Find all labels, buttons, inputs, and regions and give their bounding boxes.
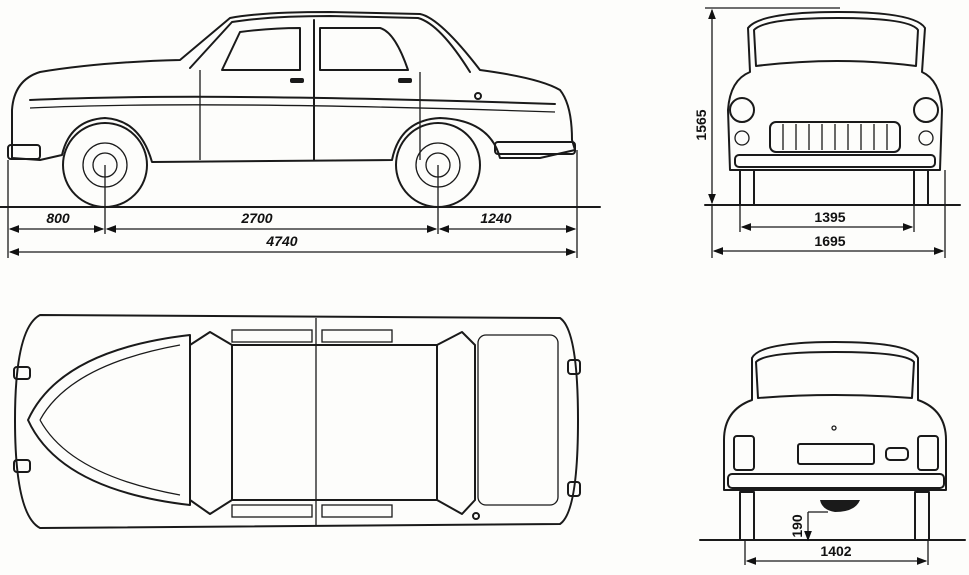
rear-left-wheel bbox=[739, 491, 755, 541]
rear-overhang-label: 1240 bbox=[480, 210, 511, 226]
overall-height-label: 1565 bbox=[693, 109, 709, 140]
rear-track-label: 1402 bbox=[820, 543, 851, 559]
differential bbox=[820, 500, 860, 512]
rear-door-handle bbox=[398, 78, 412, 83]
bumper-guard bbox=[567, 359, 581, 375]
side-trim-line-2 bbox=[29, 104, 556, 113]
side-roof bbox=[189, 15, 471, 73]
front-track-label: 1395 bbox=[814, 209, 845, 225]
overall-length-label: 4740 bbox=[265, 233, 297, 249]
front-left-wheel bbox=[739, 169, 755, 206]
top-fuel-cap bbox=[472, 512, 480, 520]
side-view: 800 2700 1240 4740 bbox=[0, 11, 601, 258]
right-fog-light bbox=[918, 130, 934, 146]
license-plate bbox=[797, 443, 875, 465]
rear-bumper bbox=[494, 141, 576, 155]
rear-window bbox=[755, 351, 915, 399]
front-view: 1565 1395 1695 bbox=[693, 7, 961, 258]
top-body-outline bbox=[14, 314, 579, 529]
rear-view: 190 1402 bbox=[699, 341, 966, 565]
front-door-handle bbox=[290, 78, 304, 83]
overall-width-label: 1695 bbox=[814, 233, 845, 249]
front-overhang-label: 800 bbox=[46, 210, 70, 226]
roof bbox=[231, 344, 438, 501]
side-dimensions bbox=[7, 150, 578, 258]
bumper-guard bbox=[13, 366, 31, 380]
left-fog-light bbox=[734, 130, 750, 146]
front-grille bbox=[769, 121, 901, 153]
top-door-window-1 bbox=[231, 329, 313, 343]
top-view bbox=[13, 314, 581, 529]
front-bumper-front bbox=[734, 154, 936, 168]
top-door-window-4 bbox=[321, 504, 393, 518]
front-dimensions bbox=[705, 7, 946, 258]
reverse-light bbox=[885, 447, 909, 461]
bumper-guard bbox=[13, 459, 31, 473]
right-taillight bbox=[917, 435, 939, 471]
side-trim-line bbox=[29, 95, 556, 105]
rear-right-wheel bbox=[914, 491, 930, 541]
left-taillight bbox=[733, 435, 755, 471]
trunk-lid bbox=[477, 334, 559, 506]
grille-bars bbox=[782, 124, 888, 150]
fuel-cap bbox=[474, 92, 482, 100]
top-windshield bbox=[189, 331, 233, 515]
right-headlight bbox=[913, 97, 939, 123]
bumper-guard bbox=[567, 481, 581, 497]
top-rear-window bbox=[436, 331, 476, 515]
side-rear-window bbox=[319, 27, 409, 71]
top-door-window-2 bbox=[321, 329, 393, 343]
front-right-wheel bbox=[913, 169, 929, 206]
side-front-window bbox=[221, 27, 301, 71]
hood bbox=[27, 334, 191, 506]
hood-crease bbox=[39, 344, 181, 496]
front-bumper bbox=[7, 144, 41, 160]
rear-bumper-rear bbox=[727, 473, 945, 489]
trunk-lock bbox=[831, 425, 837, 431]
rear-dimensions bbox=[744, 511, 929, 565]
rear-body-outline bbox=[723, 341, 947, 491]
ground-clearance-label: 190 bbox=[789, 514, 805, 538]
windshield bbox=[753, 17, 919, 67]
front-body-outline bbox=[727, 11, 943, 171]
side-body-outline bbox=[11, 11, 576, 163]
top-door-window-3 bbox=[231, 504, 313, 518]
left-headlight bbox=[729, 97, 755, 123]
wheelbase-label: 2700 bbox=[240, 210, 272, 226]
